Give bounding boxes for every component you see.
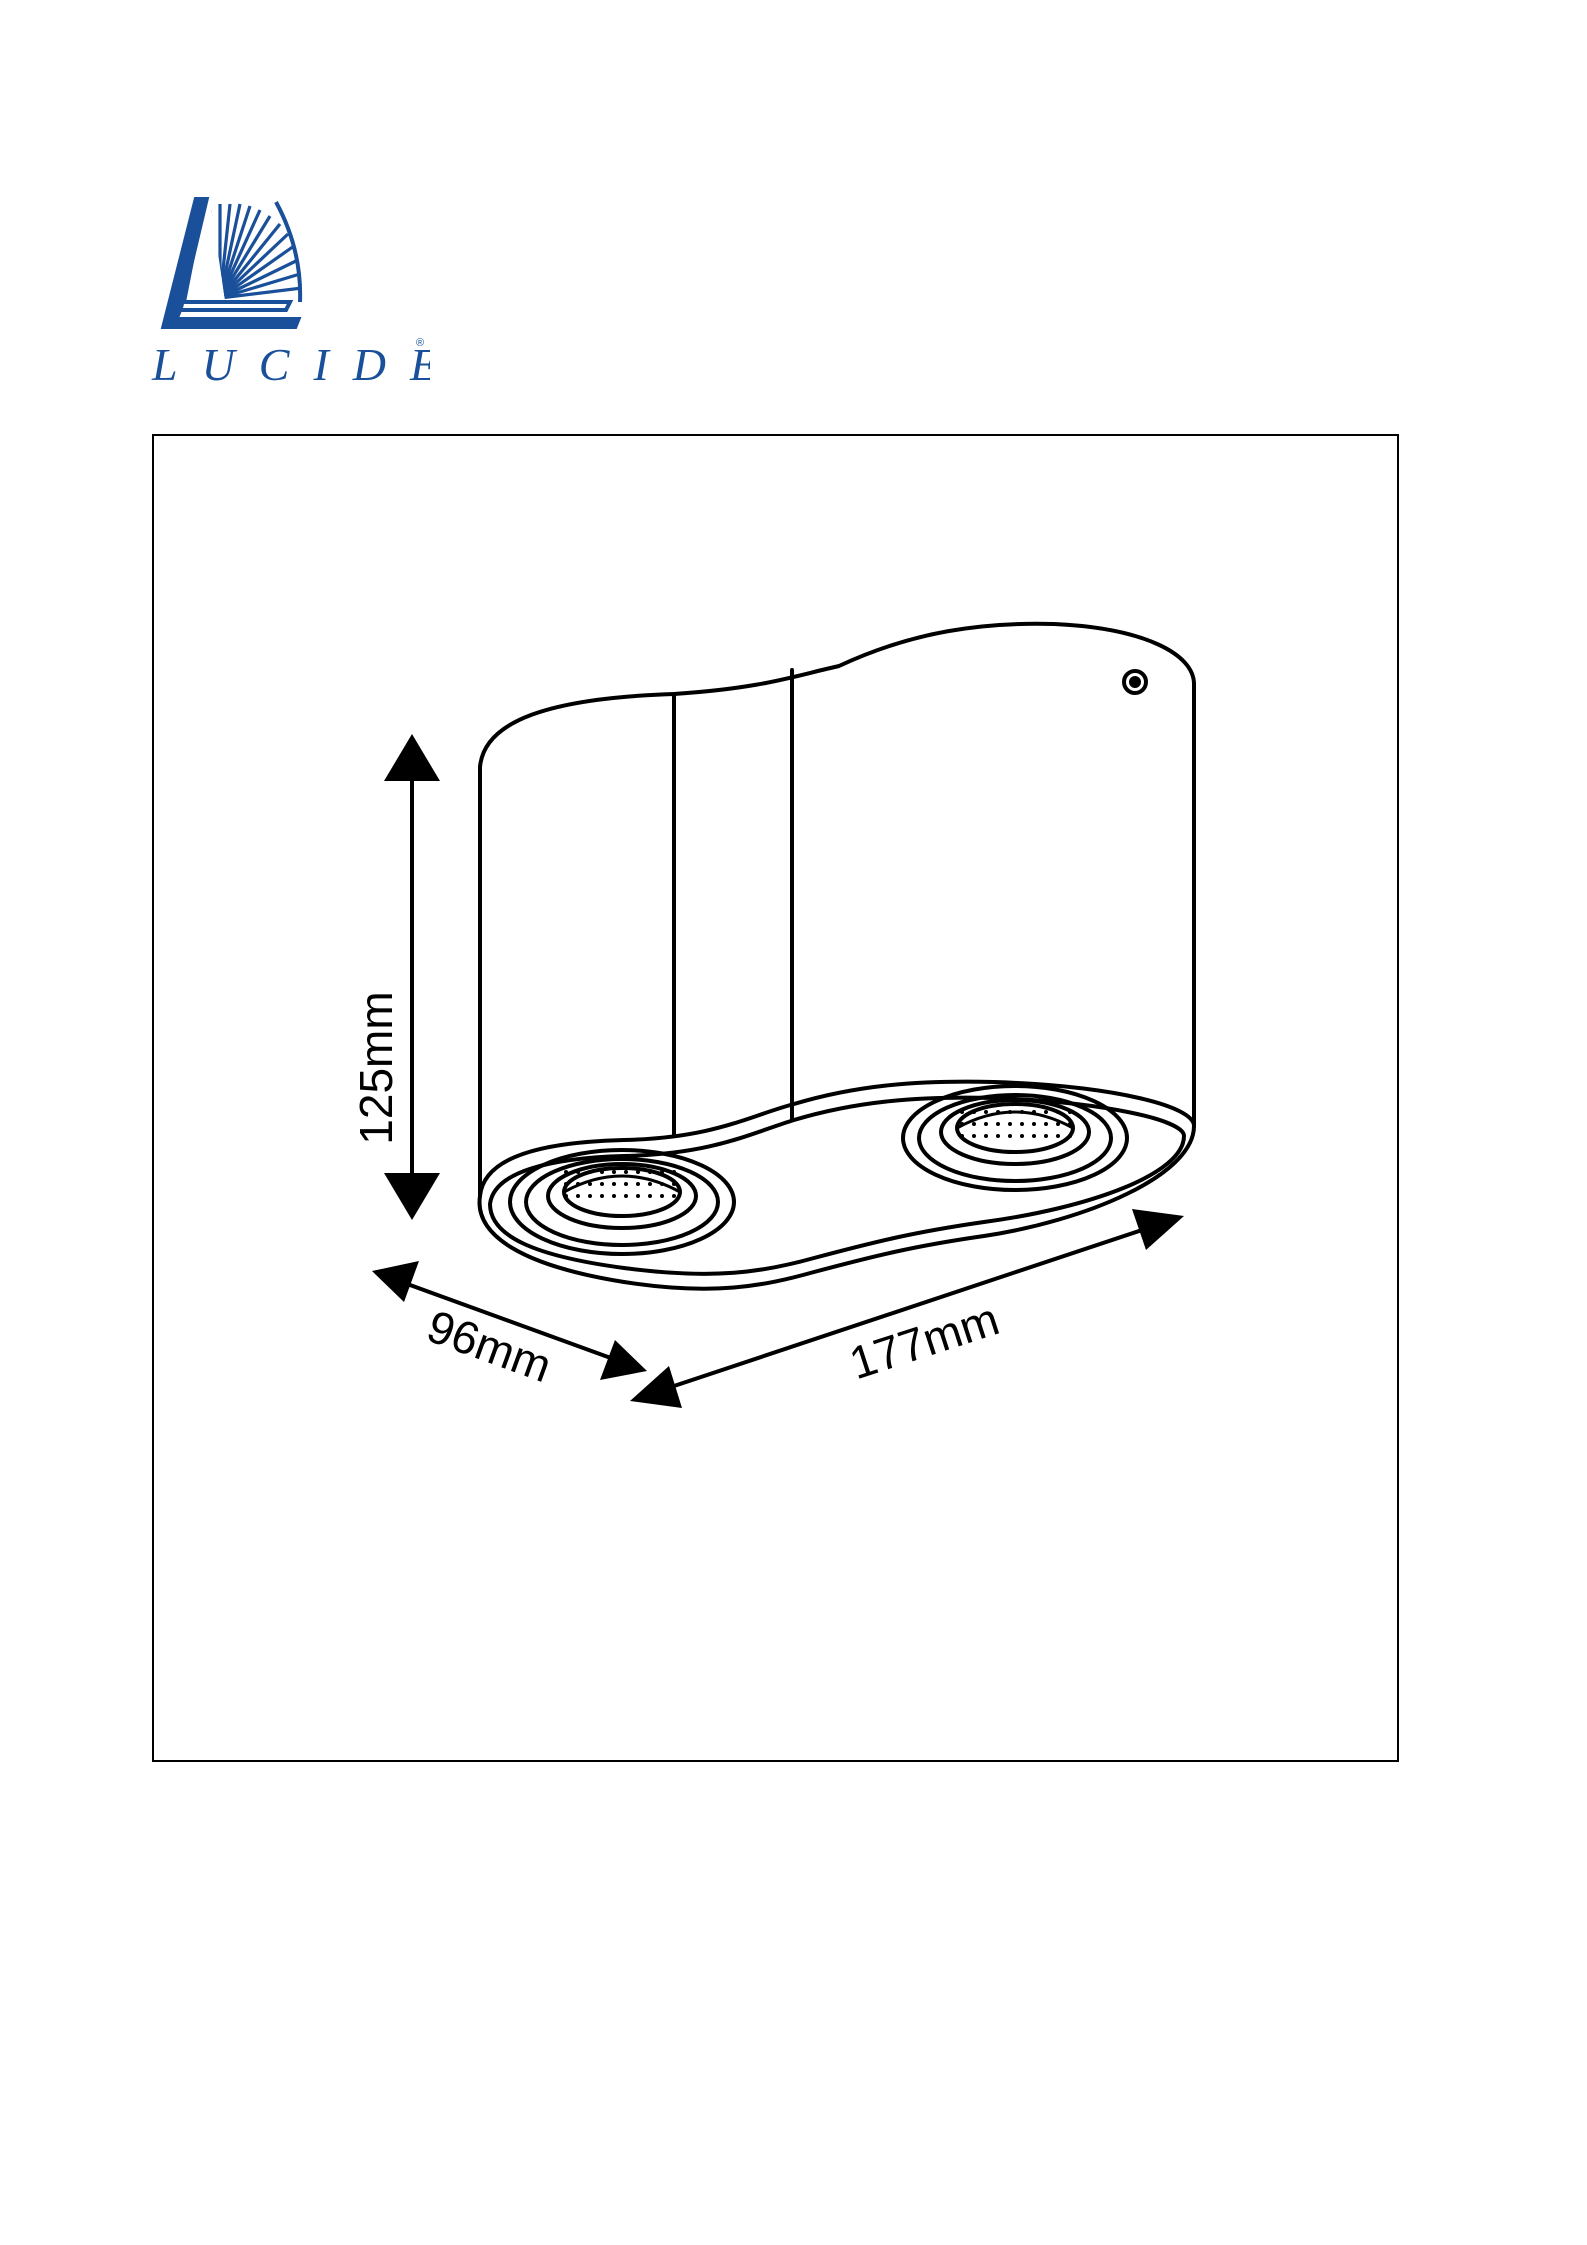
height-label: 125mm [350,991,402,1144]
brand-logo: LUCIDE ® [150,190,430,390]
svg-text:®: ® [416,337,424,349]
drawing-frame: 125mm 96mm 177mm [152,434,1399,1762]
left-lamp [510,1150,734,1254]
lucide-logo-icon: LUCIDE ® [150,190,430,390]
width-label: 177mm [843,1292,1005,1389]
right-lamp [903,1086,1127,1190]
logo-wordmark: LUCIDE [151,339,430,390]
fixture-drawing: 125mm 96mm 177mm [154,436,1397,1760]
height-dimension: 125mm [350,734,440,1220]
width-dimension: 177mm [630,1209,1184,1408]
